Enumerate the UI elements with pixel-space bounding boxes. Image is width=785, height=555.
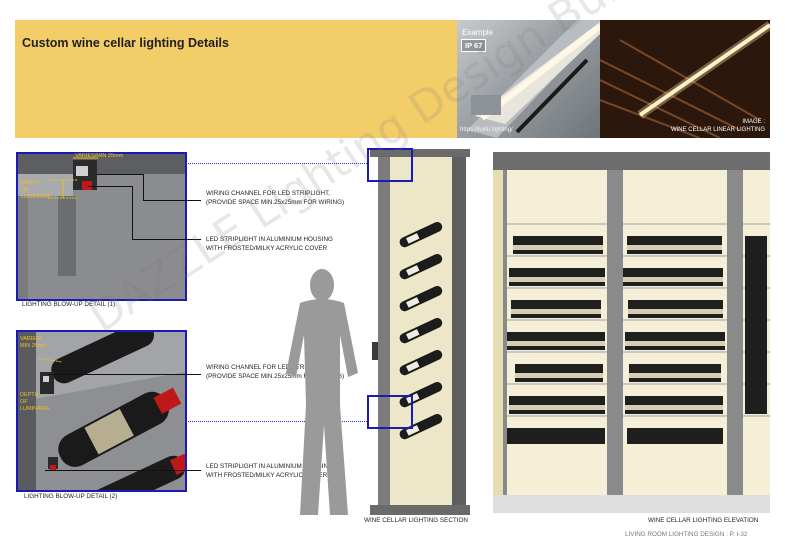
page-title: Custom wine cellar lighting Details — [22, 36, 229, 50]
detail2-varies-dimension: VARIES/ MIN 25mm — [20, 336, 47, 350]
detail2-varies-line2: MIN 25mm — [20, 343, 47, 349]
detail1-note-wiring: WIRING CHANNEL FOR LED STRIPLIGHT, (PROV… — [206, 190, 344, 207]
elevation-caption: WINE CELLAR LIGHTING ELEVATION — [648, 517, 759, 524]
blowup-detail-1-drawing — [18, 154, 185, 299]
wine-cellar-elevation — [493, 152, 770, 513]
leader-line — [132, 186, 134, 240]
led-profile-illustration — [467, 20, 600, 138]
image-caption-text: WINE CELLAR LINEAR LIGHTING — [670, 127, 765, 133]
note-line: LED STRIPLIGHT IN ALUMINIUM HOUSING — [206, 463, 333, 470]
detail2-note-led: LED STRIPLIGHT IN ALUMINIUM HOUSING WITH… — [206, 463, 333, 480]
leader-line — [88, 186, 132, 188]
note-line: WIRING CHANNEL FOR LED STRIPLIGHT, — [206, 364, 330, 371]
note-line: (PROVIDE SPACE MIN.25x25mm FOR WIRING) — [206, 372, 345, 380]
note-line: (PROVIDE SPACE MIN.25x25mm FOR WIRING) — [206, 198, 345, 206]
reference-dotted-line — [185, 421, 369, 422]
note-line: WITH FROSTED/MILKY ACRYLIC COVER — [206, 244, 328, 252]
example-label: Example — [462, 28, 494, 37]
leader-line — [143, 174, 145, 201]
wine-cellar-section-drawing — [286, 148, 470, 515]
blowup-detail-2 — [16, 330, 187, 492]
image-caption-label: IMAGE : — [742, 119, 765, 125]
photo-source-url: https://luxlu.lighting/ — [460, 127, 513, 133]
leader-line — [48, 374, 201, 376]
page-footer: LIVING ROOM LIGHTING DESIGN : P. I-32 — [625, 531, 748, 538]
detail2-note-wiring: WIRING CHANNEL FOR LED STRIPLIGHT, (PROV… — [206, 364, 344, 381]
detail1-depth-dimension: DEPTH OF LUMINAIRE — [21, 180, 51, 201]
detail1-depth-line3: LUMINAIRE — [21, 194, 51, 200]
detail1-caption: LIGHTING BLOW-UP DETAIL (1) — [22, 301, 116, 308]
leader-line — [143, 200, 201, 202]
wine-cellar-elevation-drawing — [493, 152, 770, 513]
detail2-depth-line1: DEPTH — [20, 392, 39, 398]
title-band — [15, 20, 457, 138]
detail2-varies-line1: VARIES/ — [20, 336, 42, 342]
detail1-depth-line2: OF — [21, 187, 29, 193]
detail2-depth-line3: LUMINAIRE — [20, 406, 50, 412]
human-silhouette — [286, 269, 358, 515]
detail2-depth-line2: OF — [20, 399, 28, 405]
leader-line — [45, 470, 201, 472]
leader-line — [95, 174, 143, 176]
section-caption: WINE CELLAR LIGHTING SECTION — [364, 517, 468, 524]
detail2-caption: LIGHTING BLOW-UP DETAIL (2) — [24, 493, 118, 500]
blowup-detail-2-drawing — [18, 332, 185, 490]
note-line: WITH FROSTED/MILKY ACRYLIC COVER — [206, 471, 328, 479]
wine-cellar-linear-light-illustration — [600, 20, 770, 138]
wine-cellar-photo — [600, 20, 770, 138]
detail2-depth-dimension: DEPTH OF LUMINAIRE — [20, 392, 50, 413]
blowup-detail-1 — [16, 152, 187, 301]
note-line: LED STRIPLIGHT IN ALUMINIUM HOUSING — [206, 236, 333, 243]
leader-line — [132, 239, 201, 241]
detail1-note-led: LED STRIPLIGHT IN ALUMINIUM HOUSING WITH… — [206, 236, 333, 253]
detail1-depth-line1: DEPTH — [21, 180, 40, 186]
reference-dotted-line — [185, 163, 369, 164]
note-line: WIRING CHANNEL FOR LED STRIPLIGHT, — [206, 190, 330, 197]
detail1-varies-dimension: VARIES/MIN 25mm — [75, 153, 124, 159]
ip-rating-badge: IP 67 — [461, 39, 487, 52]
